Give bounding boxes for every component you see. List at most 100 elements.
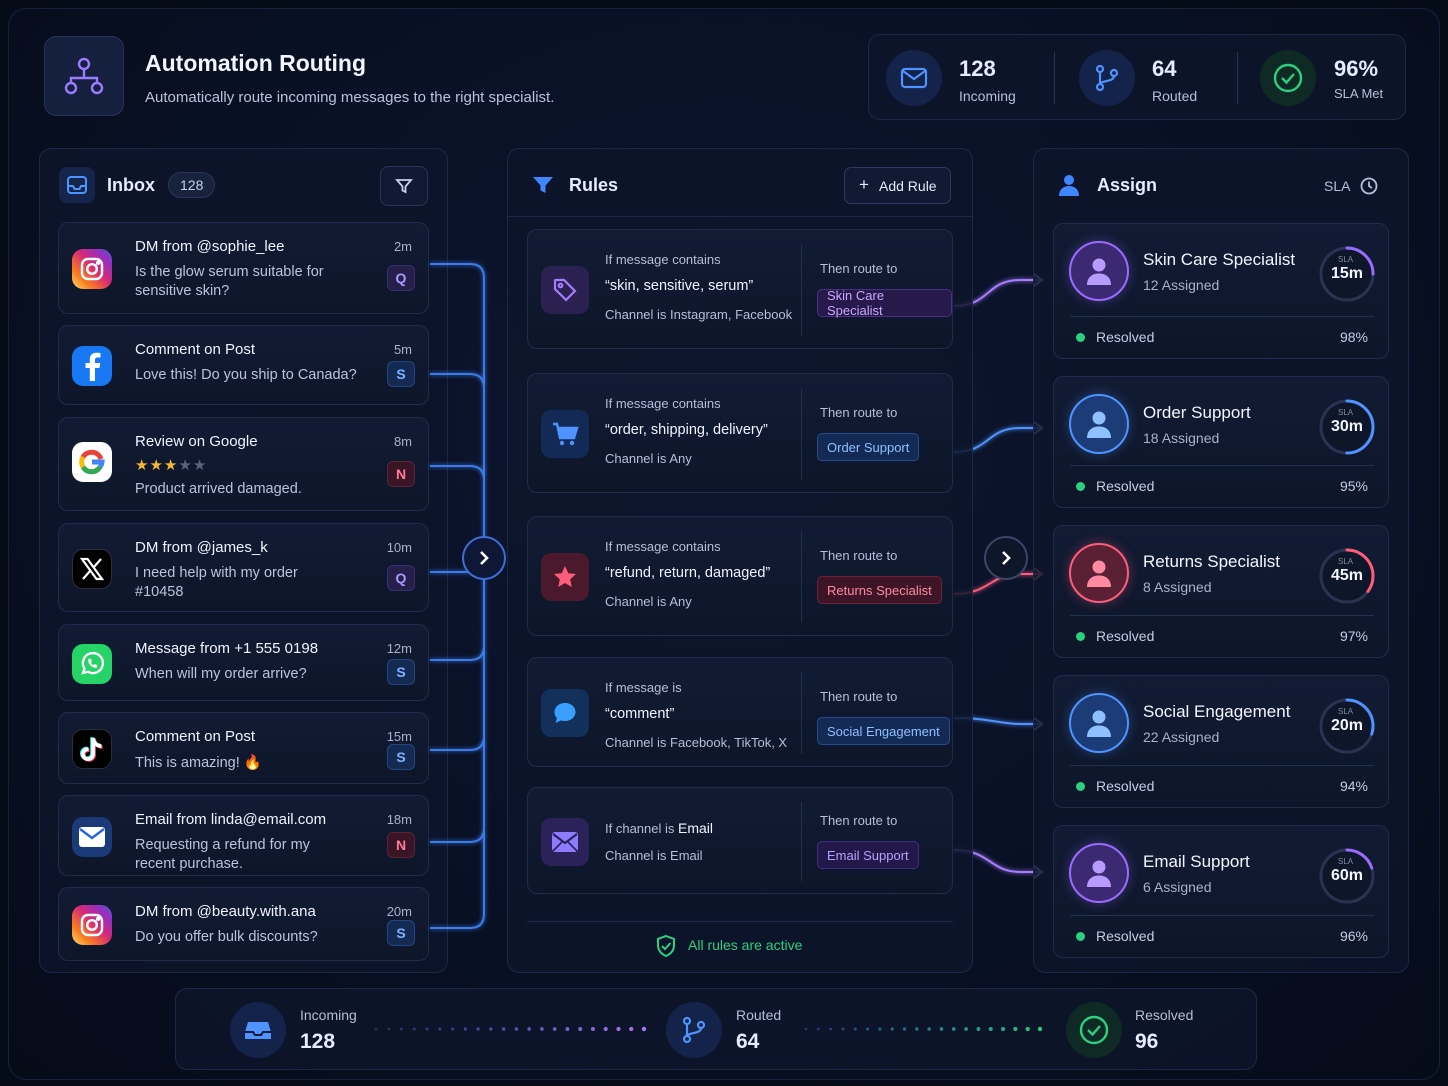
flow-dot bbox=[902, 1027, 907, 1031]
rule-channel: Channel is Facebook, TikTok, X bbox=[605, 735, 788, 750]
flow-dot bbox=[489, 1027, 493, 1031]
resolved-status-dot bbox=[1076, 482, 1085, 491]
team-avatar bbox=[1069, 241, 1129, 301]
rule-then-label: Then route to bbox=[820, 689, 898, 704]
flow-dot bbox=[603, 1026, 608, 1032]
team-avatar bbox=[1069, 693, 1129, 753]
inbox-icon bbox=[59, 167, 95, 203]
facebook-icon bbox=[72, 346, 112, 386]
message-tag-badge[interactable]: N bbox=[387, 832, 415, 858]
flow-dot bbox=[964, 1027, 969, 1031]
whatsapp-icon bbox=[72, 644, 112, 684]
rule-card[interactable]: If message contains“order, shipping, del… bbox=[527, 373, 953, 493]
message-tag-badge[interactable]: S bbox=[387, 920, 415, 946]
rule-card[interactable]: If message is“comment”Channel is Faceboo… bbox=[527, 657, 953, 767]
flow-dot bbox=[616, 1026, 621, 1032]
rule-target-chip[interactable]: Order Support bbox=[817, 433, 920, 461]
message-body-cont: #10458 bbox=[135, 584, 184, 600]
flow-dot bbox=[476, 1027, 480, 1031]
message-tag-badge[interactable]: S bbox=[387, 361, 415, 387]
message-time: 10m bbox=[386, 540, 412, 555]
team-assigned-count: 22 Assigned bbox=[1143, 729, 1220, 745]
sla-ring bbox=[1319, 848, 1375, 904]
team-name: Order Support bbox=[1143, 403, 1251, 422]
sla-time: 15m bbox=[1330, 265, 1364, 282]
user-icon bbox=[1057, 173, 1081, 202]
team-avatar bbox=[1069, 543, 1129, 603]
flow-dot bbox=[387, 1027, 391, 1031]
sla-tag: SLA bbox=[1338, 707, 1354, 716]
check-circle-icon bbox=[1066, 1002, 1122, 1058]
message-tag-badge[interactable]: S bbox=[387, 659, 415, 685]
message-title: Email from linda@email.com bbox=[135, 811, 327, 828]
rule-channel: Channel is Any bbox=[605, 451, 692, 466]
stat-incoming-label: Incoming bbox=[959, 88, 1016, 104]
flow-dot bbox=[804, 1027, 808, 1031]
message-tag-badge[interactable]: Q bbox=[387, 565, 415, 591]
message-tag-badge[interactable]: Q bbox=[387, 265, 415, 291]
message-tag-badge[interactable]: N bbox=[387, 461, 415, 487]
add-rule-button[interactable]: + Add Rule bbox=[844, 167, 951, 204]
rules-to-assign-arrow-button[interactable] bbox=[984, 536, 1028, 580]
flow-dot bbox=[438, 1027, 442, 1031]
flow-dot bbox=[514, 1027, 519, 1031]
flow-dot bbox=[829, 1027, 833, 1031]
flow-dot bbox=[425, 1027, 429, 1031]
summary-incoming-label: Incoming bbox=[300, 1007, 357, 1023]
chevron-right-icon bbox=[480, 551, 489, 565]
rating-star-icon: ★ bbox=[135, 457, 149, 474]
message-body-cont: recent purchase. bbox=[135, 856, 244, 872]
rating-star-icon: ★ bbox=[192, 457, 207, 474]
message-time: 12m bbox=[386, 641, 412, 656]
team-assigned-count: 6 Assigned bbox=[1143, 879, 1212, 895]
message-time: 18m bbox=[386, 812, 412, 827]
rule-target-chip[interactable]: Email Support bbox=[817, 841, 919, 869]
resolved-label: Resolved bbox=[1096, 628, 1155, 644]
inbox-to-rules-arrow-button[interactable] bbox=[462, 536, 506, 580]
card-divider bbox=[1070, 465, 1374, 466]
resolved-label: Resolved bbox=[1096, 778, 1155, 794]
summary-incoming-value: 128 bbox=[300, 1030, 336, 1053]
inbox-count-badge: 128 bbox=[168, 172, 216, 198]
clock-icon[interactable] bbox=[1360, 177, 1378, 200]
message-title: Comment on Post bbox=[135, 341, 256, 358]
message-body: Is the glow serum suitable for bbox=[135, 264, 324, 280]
rule-divider bbox=[801, 531, 802, 623]
rule-target-chip[interactable]: Returns Specialist bbox=[817, 576, 942, 604]
rule-divider bbox=[801, 244, 802, 336]
rule-target-chip[interactable]: Skin Care Specialist bbox=[817, 288, 952, 318]
flow-dot bbox=[565, 1027, 570, 1031]
add-rule-label: Add Rule bbox=[879, 178, 937, 194]
rule-condition: If message contains bbox=[605, 539, 721, 554]
rule-condition: If message is bbox=[605, 680, 682, 695]
rule-target-chip[interactable]: Social Engagement bbox=[817, 717, 950, 745]
rule-divider bbox=[801, 802, 802, 881]
branch-icon bbox=[666, 1002, 722, 1058]
rule-card[interactable]: If message contains“refund, return, dama… bbox=[527, 516, 953, 636]
rules-footer-divider bbox=[527, 921, 953, 922]
message-time: 2m bbox=[393, 239, 412, 254]
rule-condition: If channel is Email bbox=[605, 820, 714, 836]
flow-dot bbox=[374, 1027, 378, 1031]
sla-time: 60m bbox=[1330, 867, 1364, 884]
rule-card[interactable]: If message contains“skin, sensitive, ser… bbox=[527, 229, 953, 349]
message-tag-badge[interactable]: S bbox=[387, 744, 415, 770]
filter-button[interactable] bbox=[380, 166, 428, 206]
stats-divider bbox=[1054, 52, 1055, 104]
stat-sla-value: 96% bbox=[1334, 56, 1379, 81]
flow-dot bbox=[540, 1027, 544, 1031]
